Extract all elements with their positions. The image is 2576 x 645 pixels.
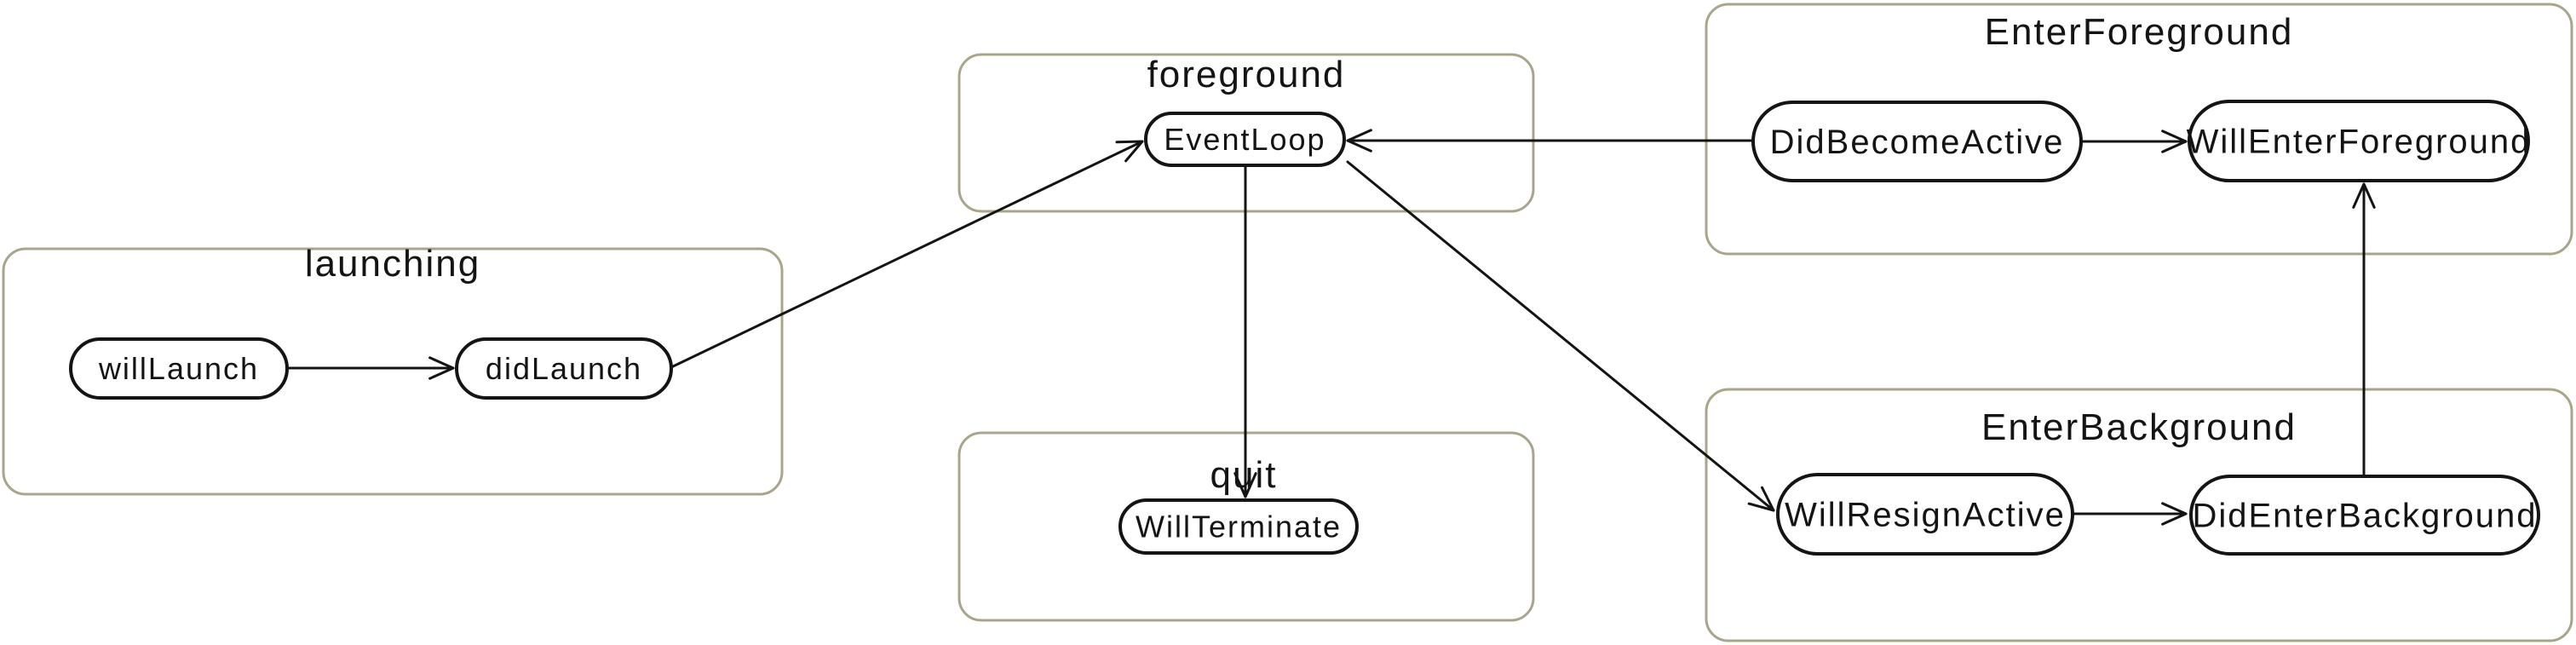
node-label-WillResignActive: WillResignActive [1785,497,2066,534]
node-label-didLaunch: didLaunch [486,351,642,386]
arrowhead-EventLoop-WillResignActive [1747,486,1775,512]
node-willLaunch [69,337,289,400]
edge-EventLoop-WillResignActive [1346,160,1775,512]
node-EventLoop [1144,112,1346,167]
edge-didLaunch-EventLoop [670,140,1144,369]
node-WillResignActive [1776,473,2074,556]
group-title-quit: quit [1210,454,1278,496]
node-WillTerminate [1118,498,1359,555]
node-DidEnterBackground [2189,475,2540,556]
arrowhead-DidEnterBackground-WillEnterForeground [2352,182,2376,209]
arrowhead-DidBecomeActive-WillEnterForeground [2161,130,2188,153]
group-title-foreground: foreground [1147,54,1346,95]
node-label-WillTerminate: WillTerminate [1136,510,1342,544]
group-title-EnterForeground: EnterForeground [1985,11,2294,53]
node-didLaunch [455,337,673,400]
arrowhead-EventLoop-WillTerminate [1233,472,1257,498]
group-box-launching [2,247,784,496]
node-WillEnterForeground [2188,100,2530,182]
group-title-EnterBackground: EnterBackground [1981,406,2297,448]
arrowhead-didLaunch-EventLoop [1115,140,1144,163]
node-label-willLaunch: willLaunch [98,351,259,386]
arrowhead-WillResignActive-DidEnterBackground [2161,502,2188,526]
node-DidBecomeActive [1751,101,2083,182]
group-box-EnterForeground [1705,3,2573,256]
node-label-DidBecomeActive: DidBecomeActive [1770,124,2065,161]
node-label-DidEnterBackground: DidEnterBackground [2192,498,2537,535]
group-title-launching: launching [305,243,480,285]
node-label-EventLoop: EventLoop [1164,122,1325,157]
node-label-WillEnterForeground: WillEnterForeground [2187,124,2532,161]
arrowhead-DidBecomeActive-EventLoop [1346,129,1372,153]
arrowhead-willLaunch-didLaunch [428,356,455,380]
